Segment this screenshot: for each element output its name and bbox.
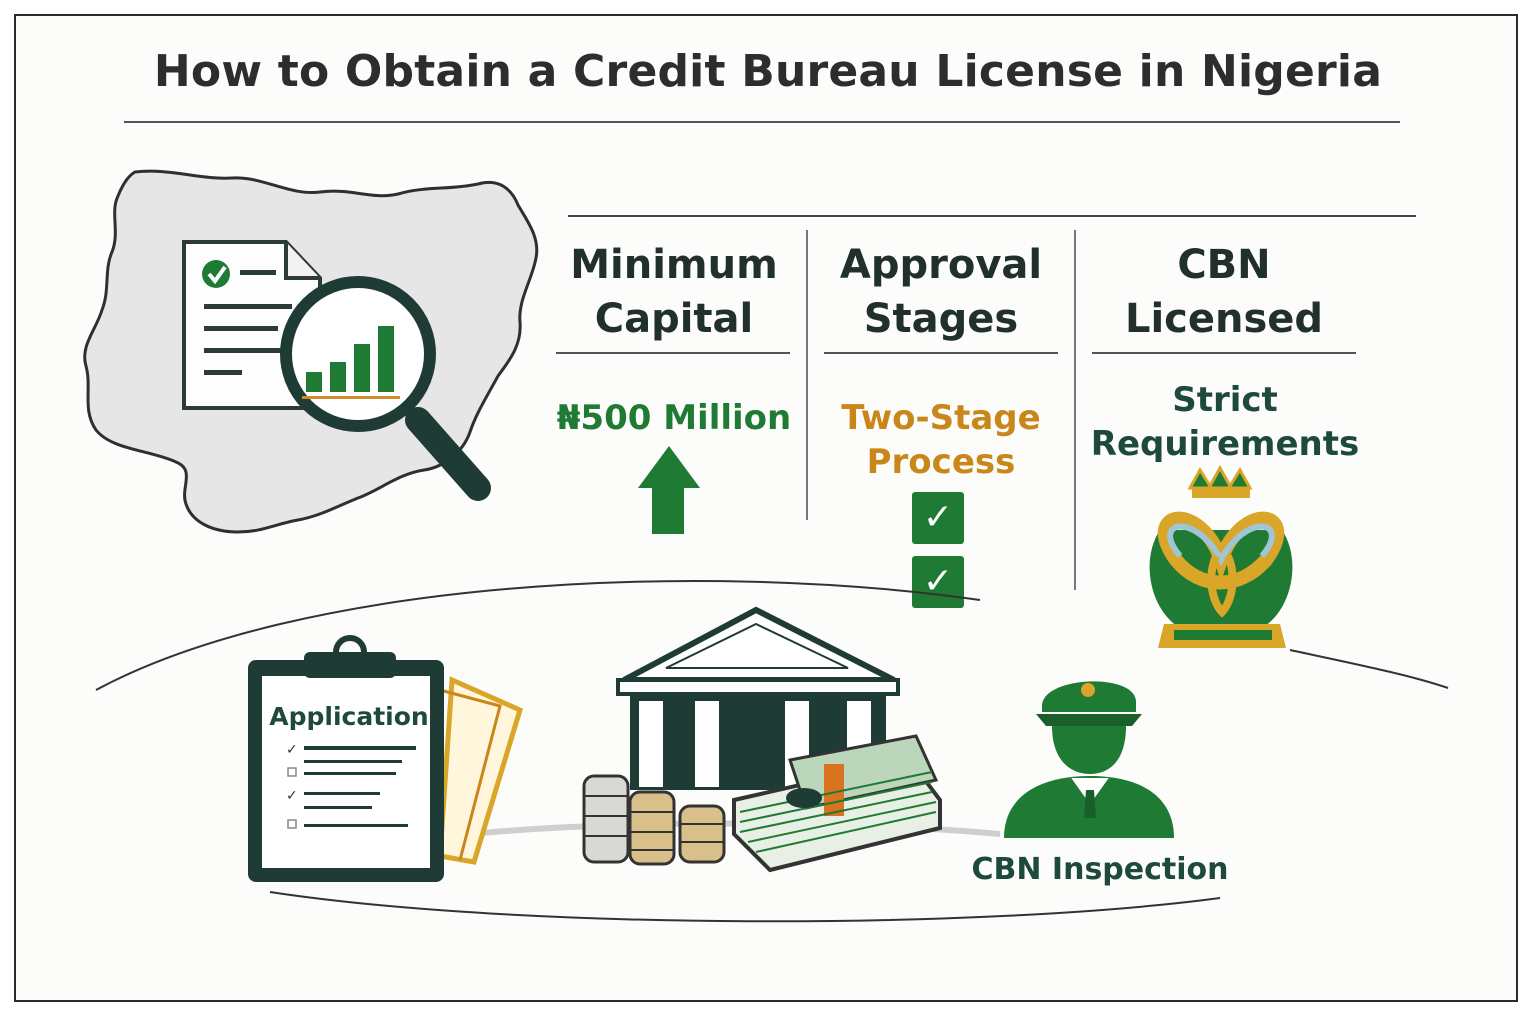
column-separator [1074,230,1076,590]
clipboard-icon: ✓ ✓ [248,635,524,882]
minimum-capital-value: ₦500 Million [556,398,792,438]
officer-icon [1004,681,1174,838]
title-divider [124,121,1400,123]
clipboard-label: Application [269,702,429,731]
coin-stack-icon [582,774,726,866]
cbn-crest-icon [1149,464,1293,648]
bank-building-icon [616,606,900,790]
column-divider [556,352,790,354]
page-title: How to Obtain a Credit Bureau License in… [153,46,1383,97]
checkbox-icon: ✓ [912,556,964,608]
column-separator [806,230,808,520]
magnifier-chart-icon [280,276,491,501]
inspection-label: CBN Inspection [971,852,1229,887]
column-divider [824,352,1058,354]
column-divider [1092,352,1356,354]
up-arrow-icon [638,446,700,534]
columns-top-divider [568,215,1416,217]
checkbox-icon: ✓ [912,492,964,544]
svg-text:✓: ✓ [286,742,298,758]
svg-text:✓: ✓ [286,788,298,804]
cash-bundle-icon [732,734,942,873]
